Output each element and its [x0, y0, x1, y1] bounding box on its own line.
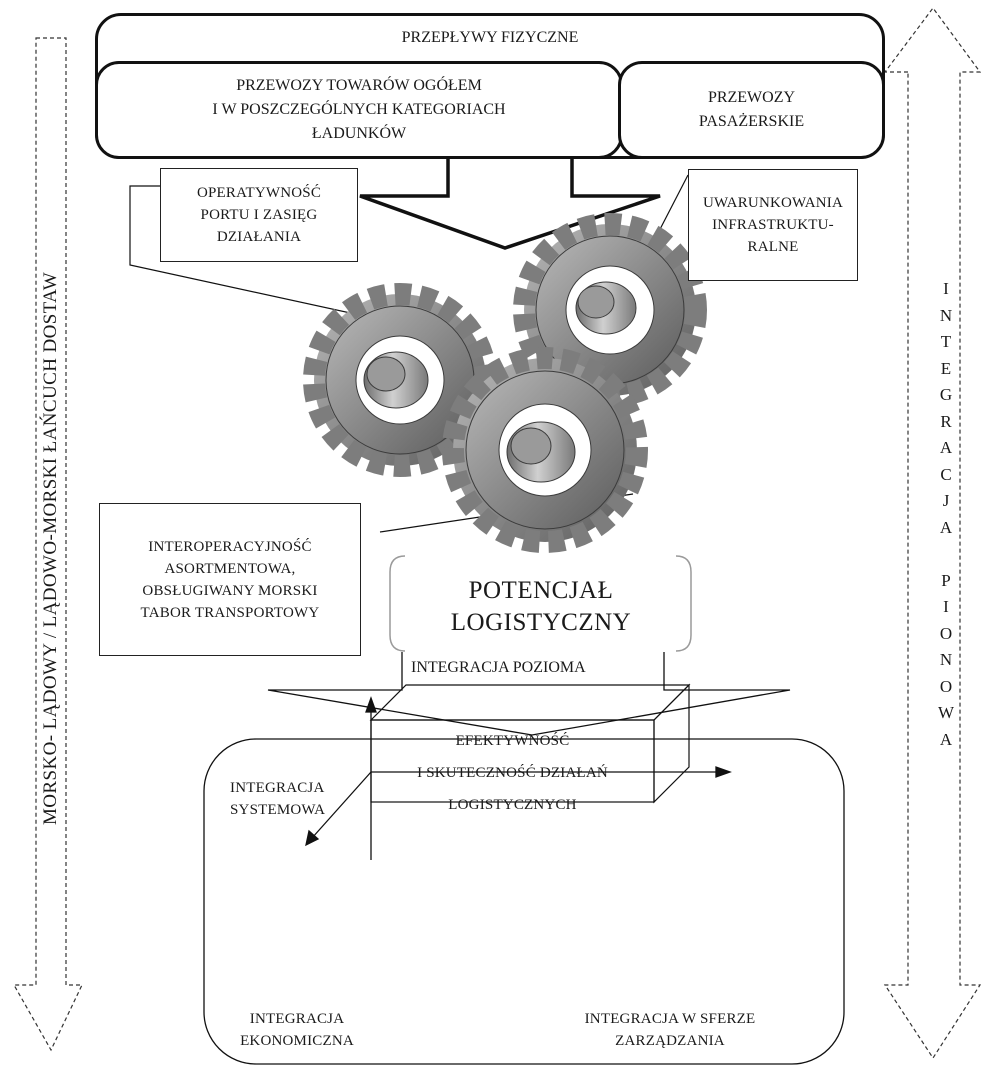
port-line-2: PORTU I ZASIĘG	[200, 207, 318, 223]
system-integration-label: INTEGRACJA SYSTEMOWA	[230, 777, 325, 821]
horizontal-integration-label: INTEGRACJA POZIOMA	[411, 659, 586, 676]
economic-integration-label: INTEGRACJA EKONOMICZNA	[222, 1008, 372, 1052]
economic-line-1: INTEGRACJA	[249, 1011, 345, 1027]
vertical-letter: J	[942, 491, 950, 510]
cube-line-1: EFEKTYWNOŚĆ	[455, 733, 570, 749]
cube-line-3: LOGISTYCZNYCH	[448, 797, 577, 813]
vertical-integration-arrow	[883, 6, 981, 1060]
cargo-line-2: I W POSZCZEGÓLNYCH KATEGORIACH	[212, 101, 506, 118]
vertical-letter: I	[943, 597, 949, 616]
vertical-letter: O	[939, 623, 953, 643]
vertical-letter: R	[940, 411, 952, 431]
vertical-letter: E	[940, 358, 952, 378]
supply-chain-label: MORSKO- LĄDOWY / LĄDOWO-MORSKI ŁAŃCUCH D…	[40, 271, 61, 825]
passenger-line-2: PASAŻERSKIE	[698, 113, 805, 130]
vertical-letter: I	[943, 279, 949, 298]
infra-line-2: INFRASTRUKTU-	[712, 217, 834, 233]
vertical-letter: T	[940, 332, 952, 351]
vertical-letter: W	[937, 703, 955, 722]
management-line-2: ZARZĄDZANIA	[615, 1033, 725, 1049]
system-line-2: SYSTEMOWA	[230, 802, 326, 818]
funnel-arrow	[359, 156, 661, 250]
interoperability-box: INTEROPERACYJNOŚĆ ASORTMENTOWA, OBSŁUGIW…	[99, 503, 361, 656]
vertical-letter: A	[939, 438, 953, 457]
port-line-1: OPERATYWNOŚĆ	[196, 185, 322, 201]
interop-line-3: OBSŁUGIWANY MORSKI	[142, 582, 318, 599]
vertical-letter	[934, 541, 958, 568]
integration-axes	[305, 696, 732, 860]
potential-line-1: POTENCJAŁ	[468, 577, 614, 604]
physical-flows-title: PRZEPŁYWY FIZYCZNE	[401, 29, 579, 46]
port-operability-box: OPERATYWNOŚĆ PORTU I ZASIĘG DZIAŁANIA	[160, 168, 358, 262]
potential-line-2: LOGISTYCZNY	[450, 609, 632, 636]
economic-line-2: EKONOMICZNA	[240, 1033, 354, 1049]
gears-icon	[303, 213, 707, 553]
cargo-transport-box: PRZEWOZY TOWARÓW OGÓŁEM I W POSZCZEGÓLNY…	[95, 61, 623, 159]
vertical-letter: N	[939, 650, 953, 669]
passenger-line-1: PRZEWOZY	[707, 89, 796, 106]
infrastructure-box: UWARUNKOWANIA INFRASTRUKTU- RALNE	[688, 169, 858, 281]
system-line-1: INTEGRACJA	[230, 780, 325, 796]
interop-line-2: ASORTMENTOWA,	[164, 560, 296, 577]
integration-container	[203, 738, 845, 1065]
cube-line-2: I SKUTECZNOŚĆ DZIAŁAŃ	[417, 765, 608, 781]
cargo-line-3: ŁADUNKÓW	[311, 125, 407, 142]
management-integration-label: INTEGRACJA W SFERZE ZARZĄDZANIA	[555, 1008, 785, 1052]
vertical-letter: G	[939, 385, 953, 404]
cargo-line-1: PRZEWOZY TOWARÓW OGÓŁEM	[236, 77, 482, 94]
vertical-letter: A	[939, 729, 953, 749]
infra-line-3: RALNE	[747, 239, 799, 255]
vertical-letter: O	[939, 676, 953, 696]
vertical-letter: C	[940, 464, 952, 484]
cube-label: EFEKTYWNOŚĆ I SKUTECZNOŚĆ DZIAŁAŃ LOGIST…	[371, 726, 654, 820]
supply-chain-arrow	[12, 37, 83, 1052]
management-line-1: INTEGRACJA W SFERZE	[584, 1011, 756, 1027]
vertical-letter: N	[939, 305, 953, 325]
interop-line-4: TABOR TRANSPORTOWY	[140, 604, 320, 621]
port-line-3: DZIAŁANIA	[216, 229, 302, 245]
potential-brackets	[389, 555, 692, 652]
vertical-letter: A	[939, 517, 953, 537]
passenger-transport-box: PRZEWOZY PASAŻERSKIE	[618, 61, 885, 159]
interop-line-1: INTEROPERACYJNOŚĆ	[148, 538, 312, 555]
logistics-potential: POTENCJAŁ LOGISTYCZNY	[400, 575, 682, 639]
horizontal-integration-arrow	[267, 652, 791, 736]
infra-line-1: UWARUNKOWANIA	[702, 195, 844, 211]
vertical-letter: P	[941, 570, 951, 590]
